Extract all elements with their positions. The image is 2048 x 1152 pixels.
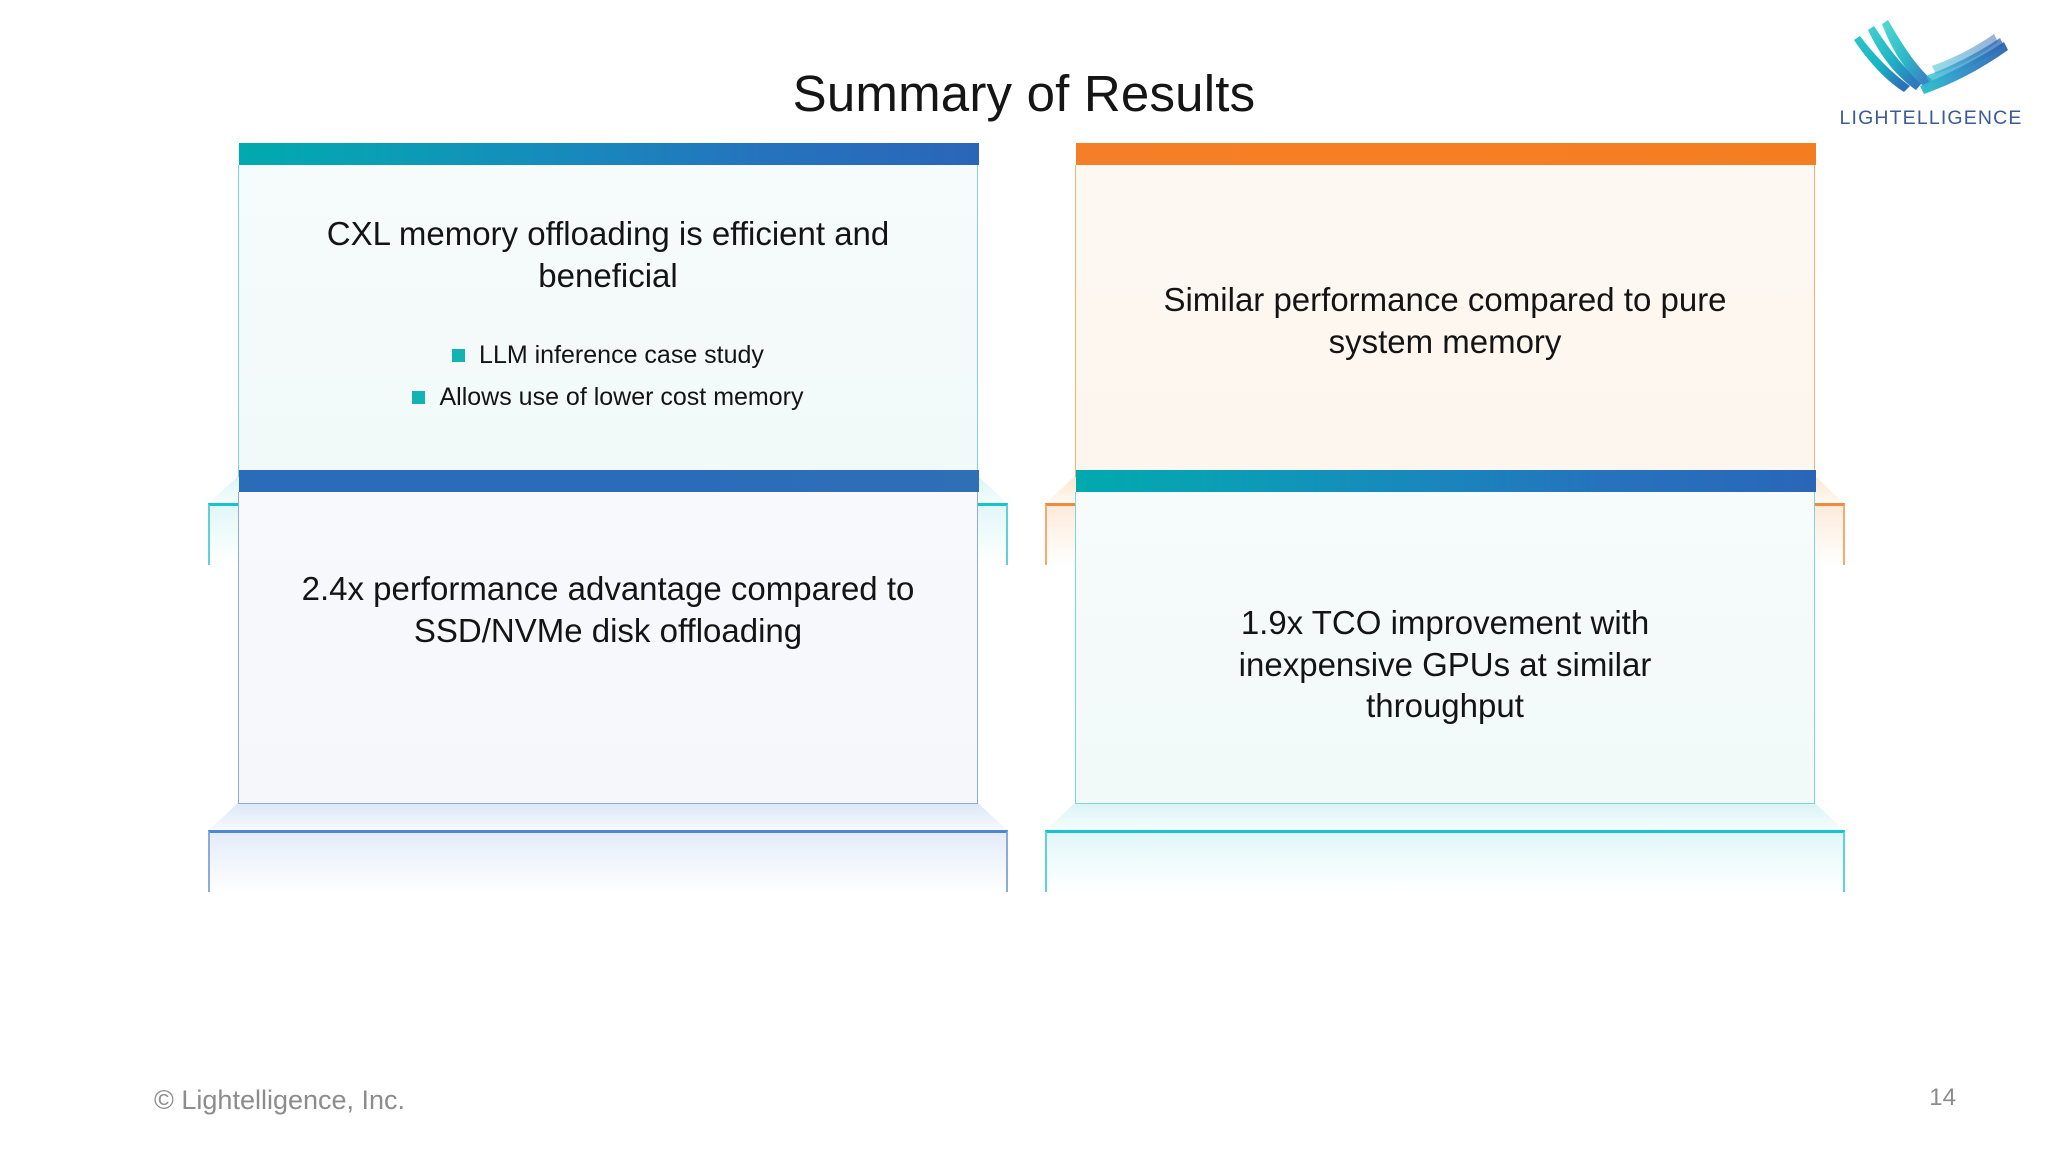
card-panel: Similar performance compared to pure sys…: [1075, 143, 1816, 477]
results-card-grid: CXL memory offloading is efficient and b…: [0, 143, 2048, 1065]
card-pedestal: [208, 803, 1008, 893]
pedestal-top-surface: [208, 803, 1008, 831]
footer-copyright: © Lightelligence, Inc.: [154, 1085, 406, 1115]
card-pedestal: [1045, 803, 1845, 893]
card-headline: Similar performance compared to pure sys…: [1163, 280, 1727, 360]
card-headline: CXL memory offloading is efficient and b…: [326, 215, 890, 294]
card-bullet-list: LLM inference case study Allows use of l…: [412, 339, 804, 414]
pedestal-top-surface: [1045, 803, 1845, 831]
list-item: LLM inference case study: [452, 339, 764, 372]
square-bullet-icon: [412, 390, 426, 404]
card-panel: 2.4x performance advantage compared to S…: [238, 470, 979, 804]
result-card-performance-advantage[interactable]: 2.4x performance advantage compared to S…: [208, 470, 1008, 892]
result-card-tco-improvement[interactable]: 1.9x TCO improvement with inexpensive GP…: [1045, 470, 1845, 892]
card-accent-bar: [1075, 470, 1816, 492]
bullet-label: LLM inference case study: [479, 340, 764, 369]
logo-wordmark: LIGHTELLIGENCE: [1839, 107, 2023, 129]
bullet-label: Allows use of lower cost memory: [439, 382, 804, 411]
card-accent-bar: [238, 470, 979, 492]
card-accent-bar: [1075, 143, 1816, 165]
pedestal-front-face: [1045, 830, 1845, 892]
card-headline: 1.9x TCO improvement with inexpensive GP…: [1238, 603, 1652, 725]
card-accent-bar: [238, 143, 979, 165]
pedestal-front-face: [208, 830, 1008, 892]
square-bullet-icon: [452, 348, 466, 362]
lightelligence-swoosh-icon: [1848, 16, 2014, 100]
page-title: Summary of Results: [792, 65, 1256, 122]
card-panel: 1.9x TCO improvement with inexpensive GP…: [1075, 470, 1816, 804]
card-headline: 2.4x performance advantage compared to S…: [301, 570, 915, 649]
page-number: 14: [1929, 1084, 1956, 1111]
card-panel: CXL memory offloading is efficient and b…: [238, 143, 979, 477]
list-item: Allows use of lower cost memory: [412, 381, 804, 414]
brand-logo: LIGHTELLIGENCE: [1836, 16, 2026, 134]
